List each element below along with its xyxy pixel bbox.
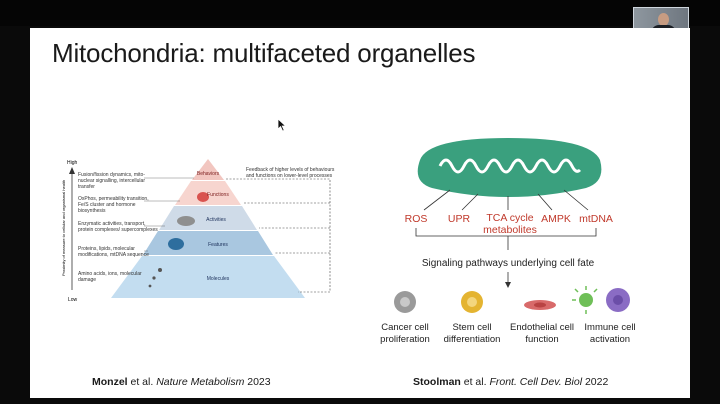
molecule-dot-icon: [152, 276, 156, 280]
signal-arrow: [461, 193, 479, 211]
feedback-bracket: [226, 178, 331, 293]
mitochondrion-cristae: [438, 158, 582, 174]
mitochondria-pyramid-figure: High Low Proximity of measure to cellula…: [61, 159, 335, 303]
citation-right-etal: et al.: [460, 376, 490, 388]
signal-mtdna: mtDNA: [579, 213, 613, 225]
activity-mito-icon: [168, 238, 184, 250]
signal-arrow: [423, 189, 451, 211]
signal-ros: ROS: [405, 213, 428, 225]
feedback-note: Feedback of higher levels of behaviours …: [246, 167, 335, 179]
description-behaviors: Fusion/fission dynamics, mito-nuclear si…: [78, 172, 145, 190]
citation-right: Stoolman et al. Front. Cell Dev. Biol 20…: [413, 376, 608, 388]
pyramid-label-features: Features: [208, 242, 228, 248]
stem-cell-nucleus: [467, 297, 477, 307]
pyramid-label-behaviors: Behaviors: [197, 171, 220, 177]
function-mito-icon: [177, 216, 195, 226]
fate-endothelial-label: Endothelial cell function: [510, 322, 574, 345]
pyramid-level-functions: [175, 181, 241, 205]
description-molecules: Amino acids, ions, molecular damage: [78, 271, 142, 283]
endothelial-cell-nucleus: [534, 302, 546, 308]
mouse-cursor-icon: [277, 118, 287, 132]
citation-left-journal: Nature Metabolism: [156, 376, 245, 388]
pyramid-label-functions: Functions: [207, 192, 229, 198]
signal-tca-cycle: TCA cycle metabolites: [483, 212, 537, 236]
description-features: Proteins, lipids, molecular modification…: [78, 246, 149, 258]
axis-top-label: High: [67, 160, 78, 166]
axis-bottom-label: Low: [68, 297, 78, 303]
signal-arrow: [563, 189, 589, 211]
mitochondria-signaling-figure: ROS UPR TCA cycle metabolites AMPK mtDNA…: [380, 138, 636, 345]
description-functions: OxPhos, permeability transition, Fe/S cl…: [78, 196, 149, 214]
signal-upr: UPR: [448, 213, 471, 225]
signal-ampk: AMPK: [541, 213, 571, 225]
citation-left-year: 2023: [244, 376, 271, 388]
citation-right-author: Stoolman: [413, 376, 461, 388]
citation-right-journal: Front. Cell Dev. Biol: [489, 376, 583, 388]
pathway-label: Signaling pathways underlying cell fate: [422, 258, 595, 269]
fate-stem-label: Stem cell differentiation: [443, 322, 501, 345]
fate-immune-label: Immune cell activation: [584, 322, 636, 345]
molecule-dot-icon: [148, 284, 152, 288]
slide-title: Mitochondria: multifaceted organelles: [52, 38, 476, 68]
behavior-mito-icon: [197, 192, 209, 202]
cancer-cell-nucleus: [400, 297, 410, 307]
presentation-slide: [30, 28, 690, 398]
immune-cell-icon: [572, 286, 630, 314]
pyramid-level-behaviors: [192, 159, 224, 180]
citation-left-etal: et al.: [127, 376, 157, 388]
video-bottom-bar: [0, 398, 720, 404]
fate-cancer-label: Cancer cell proliferation: [380, 322, 430, 345]
presenter-head: [658, 13, 669, 26]
citation-left-author: Monzel: [92, 376, 128, 388]
fate-arrowhead: [505, 282, 511, 288]
citation-right-year: 2022: [582, 376, 609, 388]
axis-title: Proximity of measure to cellular and org…: [61, 180, 66, 276]
video-top-bar: [0, 0, 720, 26]
signal-bracket: [415, 228, 597, 237]
signal-arrow: [537, 193, 553, 211]
proximity-axis-arrowhead: [69, 167, 75, 174]
pyramid-label-activities: Activities: [206, 217, 226, 223]
citation-left: Monzel et al. Nature Metabolism 2023: [92, 376, 271, 388]
molecule-dot-icon: [158, 268, 162, 272]
description-activities: Enzymatic activities, transport, protein…: [78, 221, 158, 233]
pyramid-label-molecules: Molecules: [207, 276, 230, 282]
pyramid-level-molecules: [111, 256, 305, 298]
